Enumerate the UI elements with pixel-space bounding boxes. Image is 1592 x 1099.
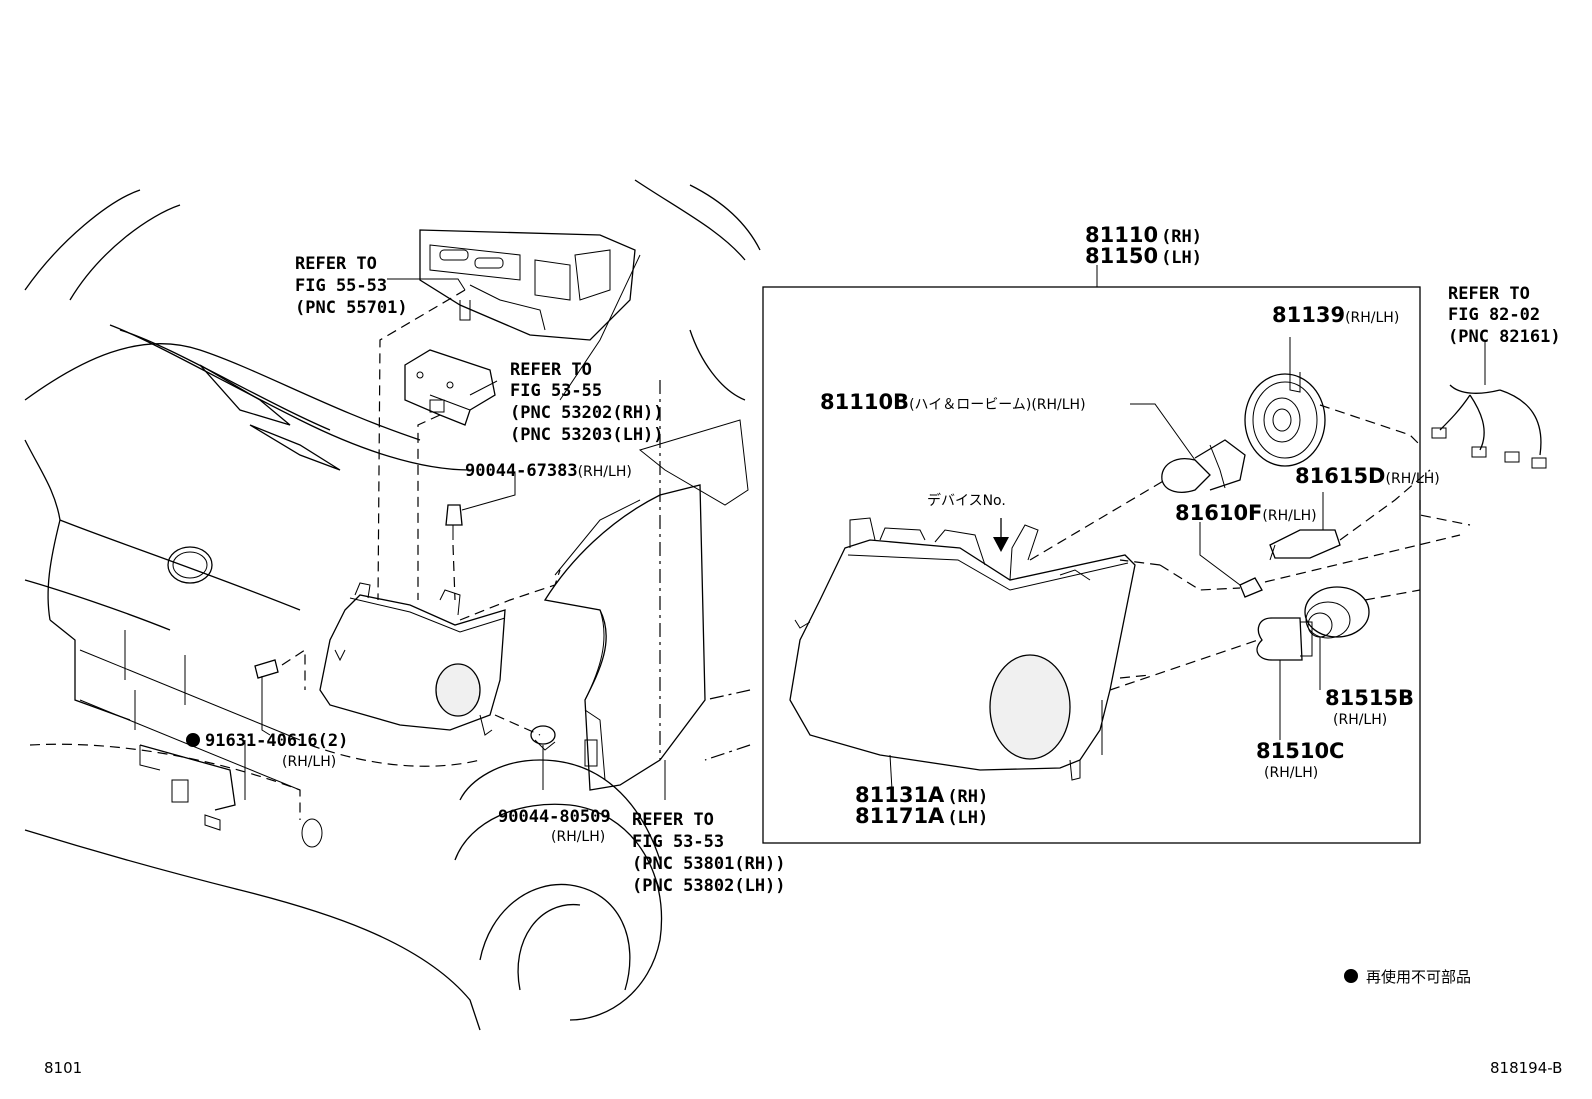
label-housing-lh: 81171A(LH) — [855, 804, 988, 828]
upper-bracket-drawing — [419, 229, 636, 341]
non-reusable-marker — [186, 733, 200, 747]
label-81110b: 81110B(ハイ＆ロービーム)(RH/LH) — [820, 390, 1086, 414]
headlamp-bracket-drawing — [404, 349, 496, 426]
vehicle-body-drawing — [24, 179, 761, 1031]
fender-drawing — [543, 419, 749, 791]
label-90044-67383: 90044-67383(RH/LH) — [465, 461, 632, 481]
label-device-no: デバイスNo. — [927, 492, 1006, 509]
footer-right-code: 818194-B — [1490, 1059, 1562, 1077]
ref-fig-55-53: REFER TO FIG 55-53 (PNC 55701) — [295, 254, 408, 318]
ref-fig-53-53: REFER TO FIG 53-53 (PNC 53801(RH)) (PNC … — [632, 810, 796, 896]
install-lines-left — [281, 289, 751, 767]
legend-marker-icon — [1344, 969, 1358, 983]
label-91631-40616-side: (RH/LH) — [282, 754, 336, 770]
label-81510c: 81510C — [1256, 739, 1344, 763]
leader-lines-left — [261, 254, 666, 800]
small-headlamp-drawing — [319, 582, 506, 736]
wire-harness-drawing — [1431, 384, 1547, 469]
label-90044-80509-side: (RH/LH) — [551, 829, 605, 845]
device-arrow-icon — [993, 518, 1009, 552]
clip-90044-80509-drawing — [530, 725, 556, 751]
bulb-81610f-drawing — [1239, 577, 1263, 598]
label-assembly-lh: 81150(LH) — [1085, 244, 1202, 268]
label-91631-40616: 91631-40616(2) — [205, 731, 348, 751]
socket-81615d-drawing — [1269, 529, 1341, 561]
bulb-81110b-drawing — [1161, 439, 1246, 493]
cap-81139-drawing — [1244, 372, 1326, 467]
legend-text: 再使用不可部品 — [1366, 968, 1471, 986]
label-81510c-side: (RH/LH) — [1264, 765, 1318, 781]
ref-fig-82-02: REFER TO FIG 82-02 (PNC 82161) — [1448, 284, 1561, 347]
label-81515b: 81515B — [1325, 686, 1414, 710]
bolt-91631-40616-drawing — [254, 659, 279, 688]
footer-left-code: 8101 — [44, 1059, 82, 1077]
label-81610f: 81610F(RH/LH) — [1175, 501, 1317, 525]
ref-fig-53-55: REFER TO FIG 53-55 (PNC 53202(RH)) (PNC … — [510, 360, 674, 445]
install-lines-right — [1029, 404, 1471, 691]
bolt-90044-67383-drawing — [445, 504, 463, 540]
label-81139: 81139(RH/LH) — [1272, 303, 1399, 327]
leader-lines-right — [889, 337, 1486, 791]
label-81515b-side: (RH/LH) — [1333, 712, 1387, 728]
socket-81515b-drawing — [1304, 586, 1370, 639]
label-90044-80509: 90044-80509 — [498, 807, 611, 827]
label-81615d: 81615D(RH/LH) — [1295, 464, 1440, 488]
large-headlamp-drawing — [789, 517, 1136, 781]
label-housing-rh: 81131A(RH) — [855, 783, 988, 807]
label-assembly-rh: 81110(RH) — [1085, 223, 1202, 247]
assembly-box — [762, 286, 1421, 844]
bulb-81510c-drawing — [1256, 617, 1313, 661]
